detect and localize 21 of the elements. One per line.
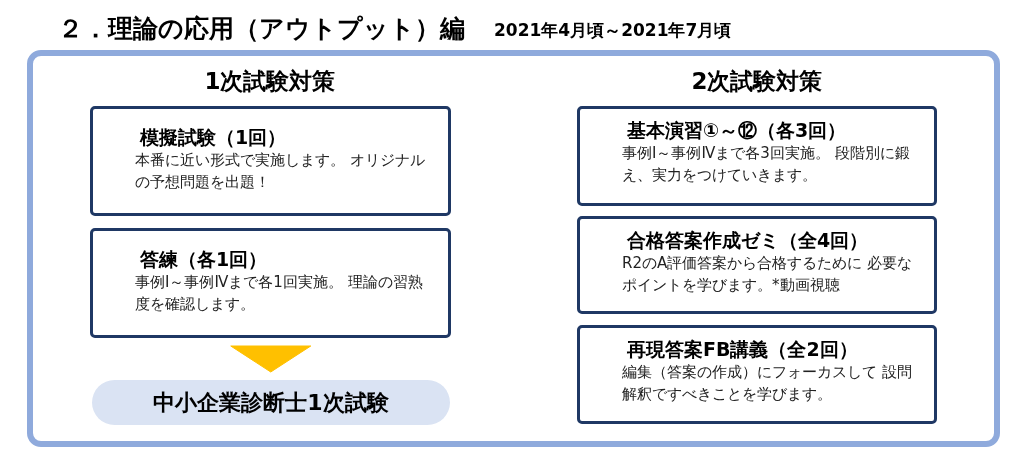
course-description: 本番に近い形式で実施します。 オリジナルの予想問題を出題！ xyxy=(135,150,426,193)
course-title: 合格答案作成ゼミ（全4回） xyxy=(627,228,869,253)
course-description: R2のA評価答案から合格するために 必要なポイントを学びます。*動画視聴 xyxy=(622,253,913,296)
course-box xyxy=(90,228,451,338)
chevron-arrow xyxy=(230,345,312,373)
course-box xyxy=(577,106,937,206)
course-description: 事例Ⅰ～事例Ⅳまで各1回実施。 理論の習熟度を確認します。 xyxy=(135,272,424,315)
course-title: 基本演習①～⑫（各3回） xyxy=(627,118,847,143)
course-description: 事例Ⅰ～事例Ⅳまで各3回実施。 段階別に鍛え、実力をつけていきます。 xyxy=(622,143,911,186)
course-description: 編集（答案の作成）にフォーカスして 設問解釈ですべきことを学びます。 xyxy=(622,362,913,405)
course-title: 模擬試験（1回） xyxy=(140,125,287,150)
course-title: 再現答案FB講義（全2回） xyxy=(627,337,858,362)
column-heading: 1次試験対策 xyxy=(203,67,337,96)
result-pill: 中小企業診断士1次試験 xyxy=(92,380,450,425)
title: ２．理論の応用（アウトプット）編 xyxy=(58,13,465,45)
column-heading: 2次試験対策 xyxy=(690,67,824,96)
course-box xyxy=(577,216,937,314)
course-box xyxy=(577,325,937,424)
date-range: 2021年4月頃～2021年7月頃 xyxy=(494,19,732,42)
course-title: 答練（各1回） xyxy=(140,247,268,272)
course-box xyxy=(90,106,451,216)
